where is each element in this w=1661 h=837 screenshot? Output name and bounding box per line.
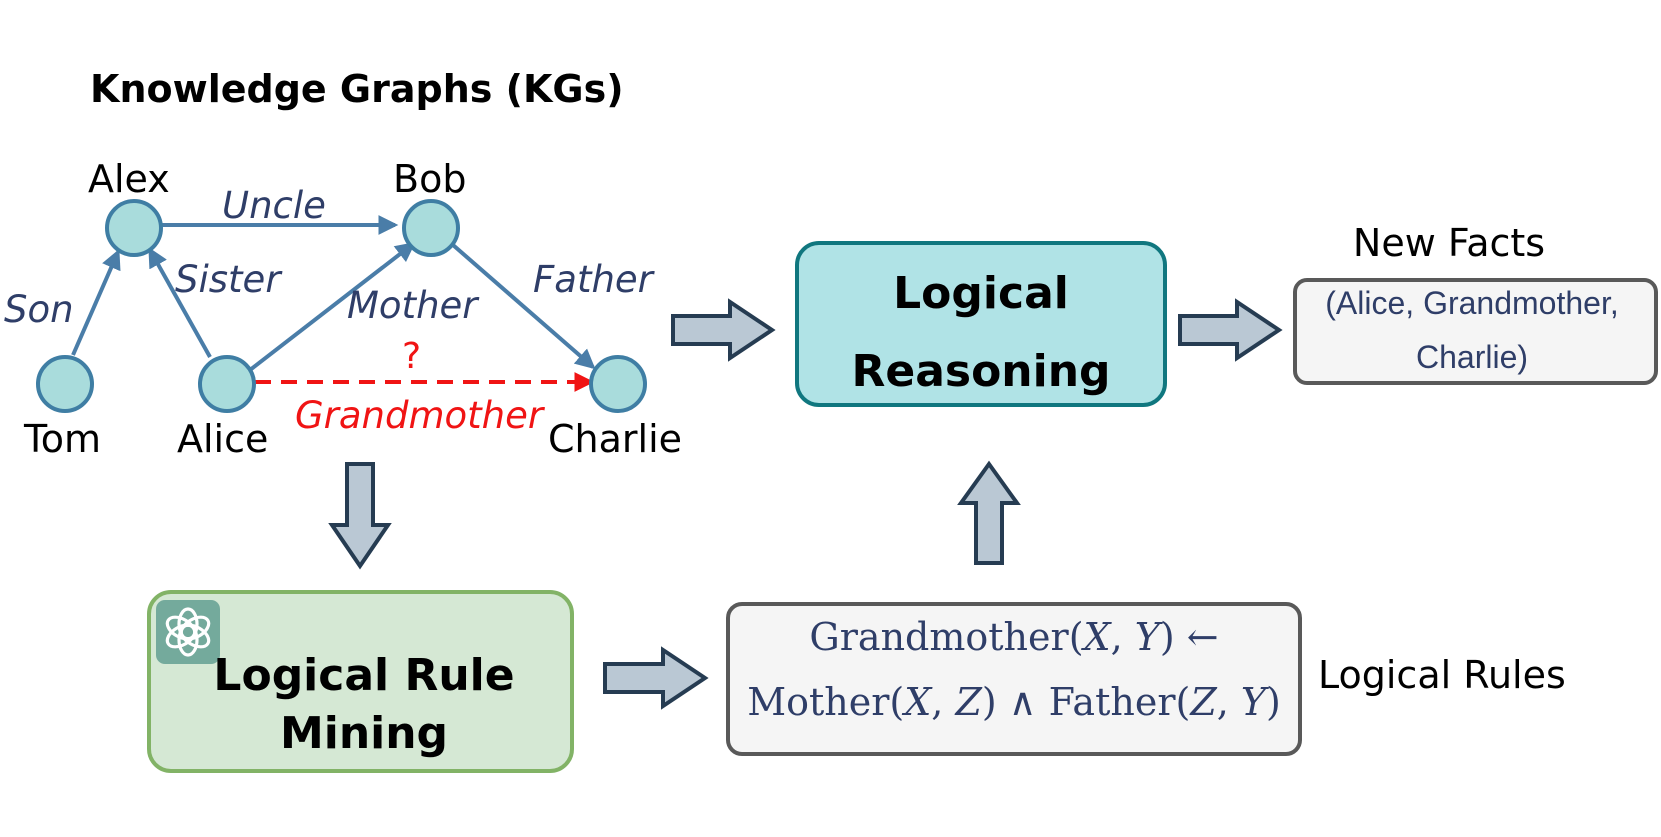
mining-label-line1: Logical Rule (213, 650, 514, 701)
rule-line2: Mother(X, Z) ∧ Father(Z, Y) (747, 680, 1281, 724)
entity-label-alex: Alex (88, 157, 170, 201)
relation-label-father: Father (533, 258, 656, 301)
mining-label-line2: Mining (280, 708, 448, 759)
entity-label-tom: Tom (23, 417, 101, 461)
reasoning-label-line1: Logical (893, 268, 1069, 319)
new-fact-line2: Charlie) (1416, 339, 1528, 375)
new-facts-label: New Facts (1353, 221, 1545, 265)
arrow-mining-to-rules (603, 646, 709, 710)
edge-mother (248, 241, 416, 372)
logical-rules-label: Logical Rules (1318, 653, 1566, 697)
relation-label-son: Son (4, 288, 74, 331)
openai-logo-icon (156, 600, 220, 664)
entity-label-bob: Bob (393, 157, 466, 201)
new-facts-box (1293, 278, 1658, 385)
reasoning-label-line2: Reasoning (851, 346, 1110, 397)
kg-title: Knowledge Graphs (KGs) (90, 67, 624, 111)
relation-label-sister: Sister (175, 258, 283, 301)
node-alice (198, 355, 256, 413)
edge-father (451, 243, 596, 370)
edge-son (71, 248, 121, 356)
relation-label-uncle: Uncle (222, 184, 326, 227)
entity-label-alice: Alice (177, 417, 268, 461)
mining-box (147, 590, 574, 773)
reasoning-box (795, 241, 1167, 407)
rule-line1: Grandmother(X, Y) ← (809, 615, 1218, 659)
rules-box (726, 602, 1302, 756)
unknown-relation-mark: ? (402, 336, 421, 377)
relation-label-mother: Mother (347, 284, 480, 327)
arrow-reasoning-to-facts (1178, 298, 1283, 362)
relation-label-grandmother: Grandmother (295, 394, 546, 437)
node-bob (402, 199, 460, 257)
arrow-rules-to-reasoning (957, 460, 1021, 565)
node-charlie (589, 355, 647, 413)
edge-sister (148, 247, 212, 358)
new-fact-line1: (Alice, Grandmother, (1325, 285, 1618, 321)
node-alex (105, 199, 163, 257)
arrow-kg-to-mining (328, 462, 392, 570)
node-tom (36, 355, 94, 413)
arrow-kg-to-reasoning (671, 298, 776, 362)
entity-label-charlie: Charlie (548, 417, 682, 461)
